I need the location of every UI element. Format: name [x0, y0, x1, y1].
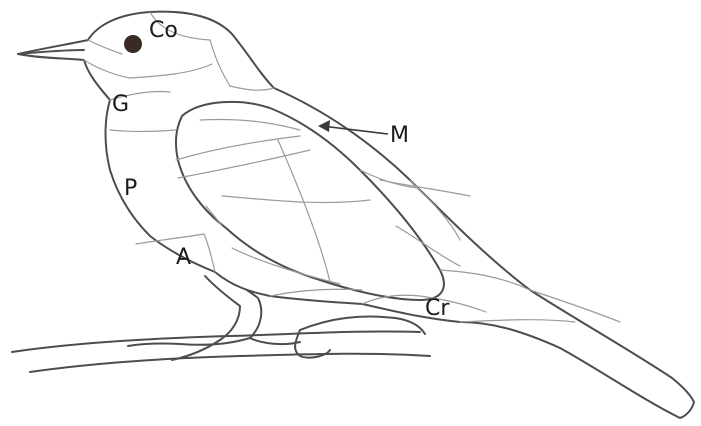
label-breast: P: [124, 178, 137, 200]
bird-body: [18, 12, 694, 418]
label-throat: G: [112, 94, 129, 116]
eye: [124, 35, 142, 53]
label-tail-coverts: Cr: [425, 298, 449, 320]
label-belly: A: [176, 247, 191, 269]
label-crown: Co: [149, 20, 178, 42]
label-back: M: [390, 125, 409, 147]
